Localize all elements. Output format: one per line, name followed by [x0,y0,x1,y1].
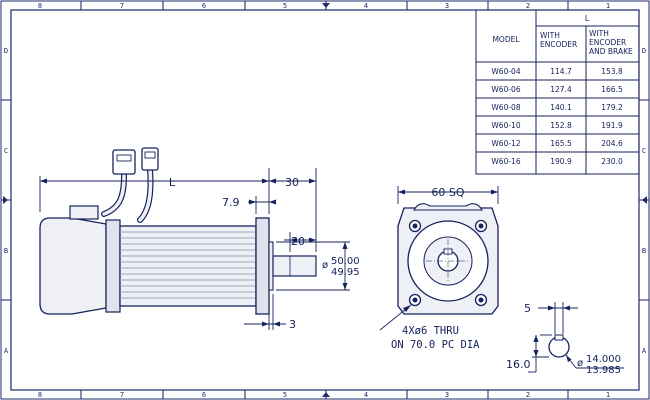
rear-end-plate [105,219,121,313]
table-cell-encoder: 114.7 [550,67,572,76]
shaft-keyway [554,334,564,341]
border-col-label: 5 [283,391,287,399]
front-view-arrowheads [398,189,498,312]
border-col-label: 3 [445,391,449,399]
border-col-label: 5 [283,2,287,10]
dimension-table: MODEL L WITH ENCODER WITH ENCODER AND BR… [475,9,640,175]
table-header-brake: ENCODER [589,38,626,47]
border-col-label: 8 [38,2,42,10]
center-marker-bottom [322,392,330,397]
dim-shaft-lower: 13.985 [586,365,621,376]
table-cell-encoder: 165.5 [550,139,572,148]
border-col-label: 1 [606,391,610,399]
border-col-label: 2 [526,2,530,10]
border-col-label: 6 [202,2,206,10]
dim-pilot-upper: 50.00 [331,256,360,267]
border-col-label: 2 [526,391,530,399]
dim-shaft-length-label: 30 [285,176,299,189]
shaft-section-view [548,334,570,358]
center-marker-right [642,196,647,204]
holes-note-line2: ON 70.0 PC DIA [391,339,480,351]
center-marker-top [322,3,330,8]
table-cell-encoder: 152.8 [550,121,572,130]
border-col-label: 7 [120,391,124,399]
table-cell-model: W60-12 [491,139,520,148]
border-row-label: A [4,347,9,355]
border-row-label: B [4,247,8,255]
front-ear-top [413,203,483,211]
dim-key-height-label: 16.0 [506,358,531,371]
dim-pilot-prefix: ø [322,260,328,271]
cooling-fins [120,231,256,299]
table-cell-model: W60-16 [491,157,520,166]
mounting-holes [408,219,488,307]
table-cell-brake: 204.6 [601,139,623,148]
border-row-label: D [642,47,646,55]
center-marker-left [3,196,8,204]
power-connector [141,147,159,171]
stator-body [119,225,257,307]
encoder-connector [112,149,136,175]
border-row-label: B [642,247,646,255]
dim-shaft-upper: 14.000 [586,354,621,365]
border-col-label: 1 [606,2,610,10]
table-cell-brake: 153.8 [601,67,623,76]
front-flange [255,217,270,315]
table-header-brake: WITH [589,29,609,38]
border-col-label: 4 [364,2,368,10]
table-cell-encoder: 140.1 [550,103,572,112]
holes-note-line1: 4Xø6 THRU [402,325,459,337]
border-col-label: 8 [38,391,42,399]
cable-bracket [69,205,99,220]
border-col-label: 4 [364,391,368,399]
motor-front-view [397,203,499,315]
border-row-label: A [642,347,647,355]
dim-flange-offset-label: 7.9 [222,196,240,209]
table-cell-brake: 230.0 [601,157,623,166]
pilot-boss [268,241,274,291]
border-col-label: 6 [202,391,206,399]
table-header-l: L [585,14,590,23]
motor-side-view [39,147,317,315]
dim-key-width-label: 5 [524,302,531,315]
inner-frame [10,9,640,391]
border-row-label: C [4,147,8,155]
table-cell-brake: 191.9 [601,121,623,130]
table-cell-brake: 166.5 [601,85,623,94]
table-cell-encoder: 127.4 [550,85,572,94]
dim-key-length-label: 20 [291,235,305,248]
output-shaft [272,255,317,277]
dim-pilot-depth-label: 3 [289,318,296,331]
border-row-label: C [642,147,646,155]
table-cell-model: W60-04 [491,67,520,76]
table-header-encoder: WITH [540,31,560,40]
table-cell-model: W60-08 [491,103,520,112]
table-header-encoder: ENCODER [540,40,577,49]
table-header-model: MODEL [492,35,520,44]
side-view-arrowheads [40,178,348,327]
table-header-brake: AND BRAKE [589,47,633,56]
table-cell-model: W60-06 [491,85,520,94]
table-cell-model: W60-10 [491,121,520,130]
encoder-cap [39,217,107,315]
border-col-label: 7 [120,2,124,10]
dim-square-label: 60 SQ [431,186,464,199]
dim-shaft-prefix: ø [577,358,583,369]
table-cell-brake: 179.2 [601,103,623,112]
section-arrowheads [533,305,572,362]
dim-length-label: L [169,176,176,189]
table-cell-encoder: 190.9 [550,157,572,166]
dim-pilot-lower: 49.95 [331,267,360,278]
border-row-label: D [4,47,8,55]
border-col-label: 3 [445,2,449,10]
